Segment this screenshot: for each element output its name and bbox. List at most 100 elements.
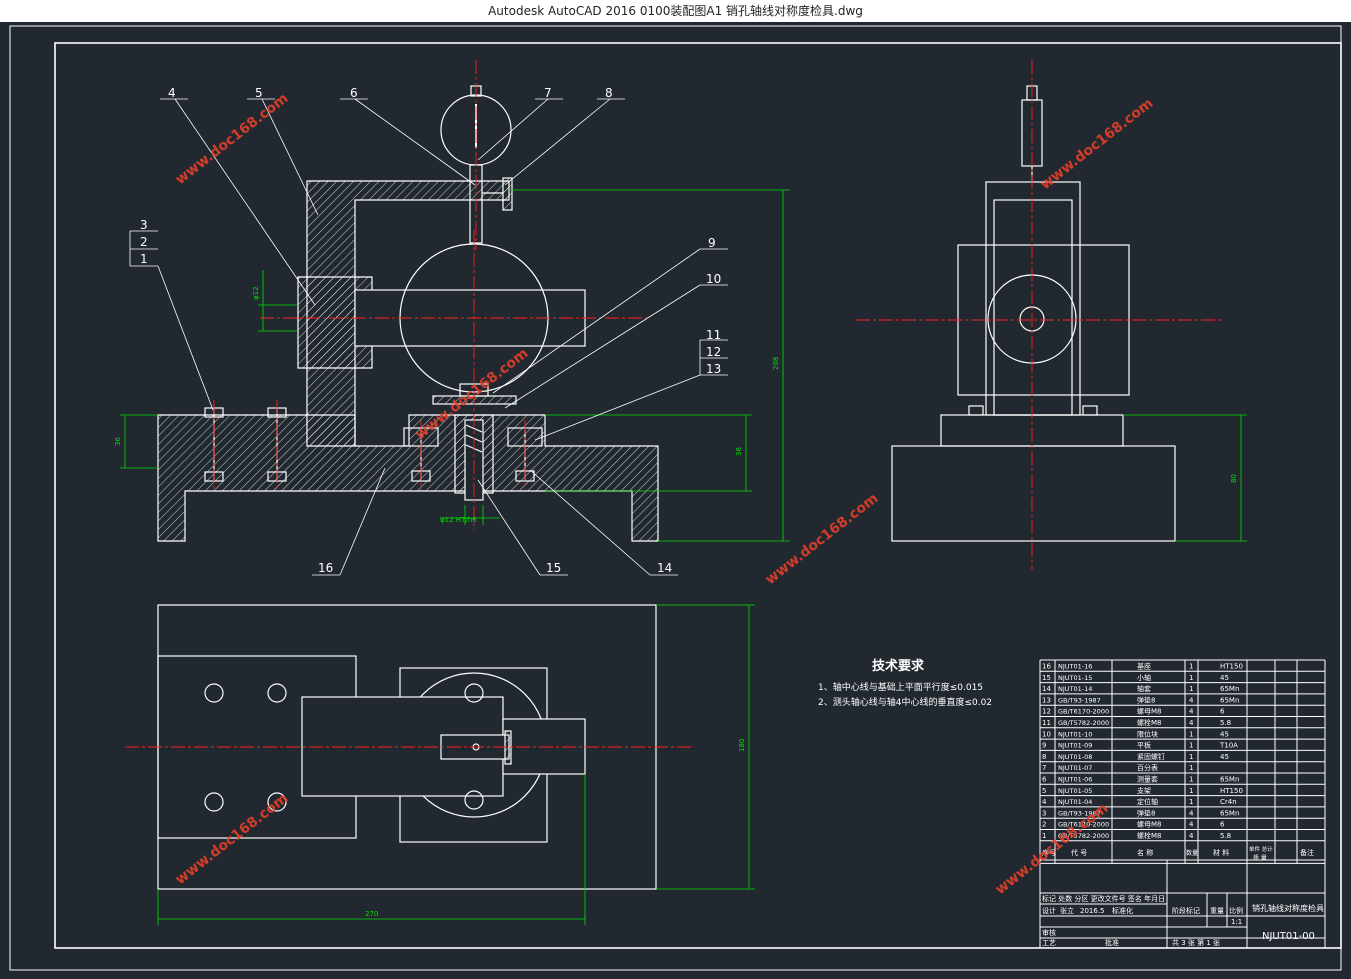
bom-header-weight: 质 量: [1253, 854, 1267, 862]
bom-cell-name: 螺母M8: [1137, 707, 1162, 716]
balloon-15: 15: [546, 561, 561, 575]
dim-right: 80: [1230, 474, 1238, 483]
balloon-labels: 1 2 3 4 5 6 7 8 9 10 11 12 13 14 15 16: [140, 86, 721, 575]
bom-cell-no: 5: [1042, 787, 1046, 795]
balloon-1: 1: [140, 252, 148, 266]
bom-cell-mat: HT150: [1220, 787, 1243, 795]
balloon-12: 12: [706, 345, 721, 359]
dim-mid: 36: [735, 447, 743, 456]
bom-cell-no: 14: [1042, 685, 1051, 693]
bom-cell-name: 紧固螺钉: [1137, 752, 1165, 761]
bom-cell-qty: 4: [1189, 809, 1194, 817]
bom-cell-name: 螺栓M8: [1137, 718, 1162, 727]
bom-cell-mat: HT150: [1220, 663, 1243, 671]
watermark-2: www.doc168.com: [1038, 95, 1157, 193]
bom-cell-qty: 1: [1189, 685, 1193, 693]
bom-cell-name: 轴套: [1137, 684, 1151, 693]
bom-cell-name: 平板: [1137, 741, 1151, 750]
bom-cell-name: 限位块: [1137, 729, 1158, 738]
bom-cell-mat: 65Mn: [1220, 685, 1239, 693]
balloon-14: 14: [657, 561, 672, 575]
tb-designer: 张立: [1060, 906, 1074, 915]
front-view: [157, 85, 659, 542]
bom-cell-mat: T10A: [1219, 742, 1238, 750]
tb-weight-label: 重量: [1210, 907, 1224, 915]
knob: [502, 177, 513, 211]
bom-cell-code: NJUT01-09: [1058, 742, 1092, 750]
bom-cell-code: NJUT01-05: [1058, 787, 1092, 795]
bom-cell-name: 百分表: [1137, 763, 1158, 772]
bom-cell-mat: 5.8: [1220, 719, 1231, 727]
side-bracket: [985, 181, 1081, 416]
bom-header-qty: 数量: [1186, 849, 1198, 857]
bom-cell-code: NJUT01-10: [1058, 730, 1092, 738]
leaders: [129, 98, 728, 576]
bom-cell-mat: 45: [1220, 753, 1229, 761]
plan-dimensions: [157, 604, 755, 925]
bom-cell-code: NJUT01-14: [1058, 685, 1092, 693]
bom-cell-code: NJUT01-04: [1058, 798, 1092, 806]
tb-stage-label: 阶段标记: [1172, 906, 1200, 915]
dim-phi12: φ12: [252, 286, 260, 300]
bom-cell-qty: 1: [1189, 742, 1193, 750]
balloon-2: 2: [140, 235, 148, 249]
bom-header-unit: 单件 总计: [1249, 845, 1273, 853]
bom-cell-mat: 5.8: [1220, 832, 1231, 840]
bom-cell-mat: 6: [1220, 708, 1225, 716]
plan-shaft-end: [502, 718, 586, 775]
bom-cell-name: 基座: [1137, 662, 1151, 671]
dim-phi-bottom: φ12 H7/h6: [440, 516, 477, 524]
inner-frame: [54, 42, 1342, 949]
bom-cell-name: 弹垫8: [1137, 808, 1155, 817]
bom-cell-code: GB/T93-1987: [1058, 696, 1101, 704]
watermark-4: www.doc168.com: [763, 490, 882, 588]
bom-cell-mat: 65Mn: [1220, 809, 1239, 817]
front-centerlines: [213, 60, 650, 530]
bom-header-no: 序号: [1042, 848, 1056, 857]
balloon-6: 6: [350, 86, 358, 100]
bom-header-name: 名 称: [1137, 848, 1153, 857]
drawing-svg: 208 36 36 φ12 φ12 H7/h6: [9, 25, 1342, 971]
bom-cell-qty: 1: [1189, 753, 1193, 761]
balloon-10: 10: [706, 272, 721, 286]
balloon-13: 13: [706, 362, 721, 376]
bom-cell-qty: 1: [1189, 764, 1193, 772]
title-block: [1039, 859, 1326, 949]
bom-header-mat: 材 料: [1213, 848, 1229, 857]
bom-cell-mat: 45: [1220, 730, 1229, 738]
window-title: Autodesk AutoCAD 2016 0100装配图A1 销孔轴线对称度检…: [0, 0, 1351, 22]
balloon-16: 16: [318, 561, 333, 575]
base-section: [157, 414, 659, 542]
bom-cell-code: GB/T6170-2000: [1058, 821, 1109, 829]
bom-cell-qty: 4: [1189, 719, 1194, 727]
bom-cell-no: 9: [1042, 742, 1046, 750]
drawing-canvas[interactable]: 208 36 36 φ12 φ12 H7/h6: [0, 22, 1351, 975]
front-dimensions: [120, 189, 790, 542]
balloon-11: 11: [706, 328, 721, 342]
bom-cell-mat: 6: [1220, 821, 1225, 829]
dim-height: 208: [772, 357, 780, 370]
bom-cell-name: 螺母M8: [1137, 820, 1162, 829]
bom-cell-name: 弹垫8: [1137, 695, 1155, 704]
tb-check-label: 审核: [1042, 928, 1056, 937]
bom-cell-qty: 1: [1189, 798, 1193, 806]
bom-cell-no: 3: [1042, 809, 1046, 817]
bom-cell-mat: 65Mn: [1220, 776, 1239, 784]
tb-scale: 1:1: [1231, 918, 1242, 926]
bom-cell-code: GB/T6170-2000: [1058, 708, 1109, 716]
tb-sheets: 共 3 张 第 1 张: [1172, 938, 1220, 947]
bom-cell-no: 1: [1042, 832, 1046, 840]
bom-cell-name: 小轴: [1137, 673, 1151, 682]
bom-cell-code: GB/T5782-2000: [1058, 719, 1109, 727]
bom-cell-no: 4: [1042, 798, 1047, 806]
tb-drawing-no: NJUT01-00: [1262, 931, 1315, 942]
bom-cell-qty: 1: [1189, 674, 1193, 682]
tb-row1: 标记 处数 分区 更改文件号 签名 年月日: [1042, 894, 1165, 903]
bom-cell-qty: 4: [1189, 708, 1194, 716]
boss-section: [297, 276, 373, 369]
bom-cell-code: GB/T93-1987: [1058, 809, 1101, 817]
bom-cell-qty: 4: [1189, 696, 1194, 704]
bom-cell-name: 螺栓M8: [1137, 831, 1162, 840]
tech-req-title: 技术要求: [872, 658, 925, 674]
balloon-7: 7: [544, 86, 552, 100]
